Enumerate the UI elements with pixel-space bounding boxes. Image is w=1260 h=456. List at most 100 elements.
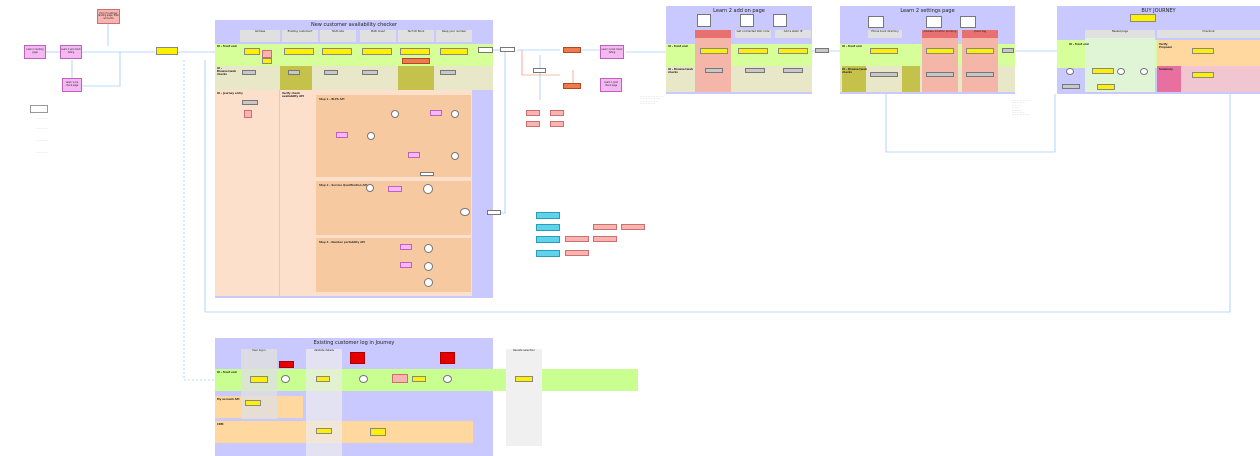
buy-box-5: [1097, 84, 1115, 90]
settings-box-5: [926, 72, 954, 77]
step1-end-box: [420, 172, 434, 176]
existing-box-6: [245, 400, 261, 406]
lane-label-buy-summary: Summary: [1159, 68, 1173, 71]
lane-label-buy-front: UI - front end: [1069, 43, 1089, 46]
loose-salmon-8: [593, 236, 617, 242]
col-head-add-on-2: Get contracted 4GC code: [735, 30, 771, 38]
flow-box-browser-3: [324, 70, 338, 75]
col-settings-salmon: [922, 30, 958, 92]
flow-box-journey-2: [244, 110, 252, 118]
step3-end: [424, 278, 433, 287]
existing-box-4: [412, 376, 426, 382]
step2-decision-b: [460, 208, 470, 216]
col-head-existing-1: User log in: [252, 349, 266, 352]
col-head-multi-lines: Multi lines?: [360, 30, 396, 42]
lane-label-settings-front: UI - front end: [842, 45, 862, 48]
legend-notes-left: [30, 105, 48, 113]
region-title-settings: Learn 2 settings page: [900, 8, 955, 14]
lane-label-add-on-front: UI - front end: [668, 45, 688, 48]
col-head-settings-3: Quick tag: [962, 30, 998, 38]
post-check-page-box: Learn 1 post check page: [600, 78, 622, 92]
col-head-add-on-3: Add a static IP: [775, 30, 811, 38]
existing-red-3: [440, 352, 455, 364]
col-head-buy-2: Checkout: [1157, 30, 1260, 38]
flow-box-tech-id: [400, 48, 430, 55]
lane-crm-existing: [215, 421, 473, 443]
settings-box-6: [966, 72, 994, 77]
col-head-tech-id: Tech ID Book: [398, 30, 434, 42]
flow-box-address: [244, 48, 260, 55]
region-title-buy: BUY JOURNEY: [1141, 8, 1176, 14]
legend-lines-3: — — — — —: [36, 140, 49, 142]
flow-box-browser-5: [440, 70, 456, 75]
mid-box-3: [487, 210, 501, 215]
buy-decision-2: [1117, 68, 1125, 75]
settings-note-3: [960, 16, 976, 28]
col-buy-basket: [1085, 30, 1155, 92]
settings-note-1: [868, 16, 884, 28]
step1-decision-b: [391, 110, 399, 118]
loose-cyan-3: [536, 236, 560, 243]
col-add-on-salmon: [695, 30, 731, 92]
step1-box-b: [430, 110, 442, 116]
settings-box-1: [870, 48, 898, 54]
settings-exit: [1002, 48, 1014, 53]
add-on-box-5: [745, 68, 765, 73]
step2-start: [366, 184, 374, 192]
add-on-note-1: [697, 14, 711, 27]
lane-olive-settings: [842, 66, 866, 92]
col-buy-pink: [1157, 66, 1181, 92]
step-3-area: Step 3 - Number portability API: [316, 238, 471, 292]
lane-label-browser: UI - Browser/web checks: [217, 67, 236, 76]
col-head-existing: Existing customer?: [282, 30, 318, 42]
mid-orange-2: [563, 83, 581, 89]
flow-box-journey-1: [242, 100, 258, 105]
loose-salmon-2: [550, 110, 564, 116]
step1-box-a: [336, 132, 348, 138]
buy-box-4: [1130, 14, 1156, 22]
col-head-add-on-1: [695, 30, 731, 38]
step-3-label: Step 3 - Number portability API: [319, 241, 365, 244]
col-head-settings-2: Address location pointing: [922, 30, 958, 38]
region-title-add-on: Learn 2 add on page: [713, 8, 765, 14]
loose-salmon-3: [526, 121, 540, 127]
col-head-keep-number: Keep your number: [436, 30, 472, 42]
existing-box-7: [316, 428, 332, 434]
col-settings-salmon-2: [962, 30, 998, 92]
settings-box-3: [966, 48, 994, 54]
buy-box-2: [1192, 48, 1214, 54]
pre-check-listing-box: Learn 1 pre check listing: [60, 45, 82, 59]
add-on-box-1: [700, 48, 728, 54]
add-on-note-2: [740, 14, 754, 27]
flow-box-keep-number: [440, 48, 468, 55]
step2-box: [388, 186, 402, 192]
step3-decision-a: [424, 244, 433, 253]
lane-label-buy-verify: Verify Proposal: [1159, 43, 1172, 49]
existing-box-1: [250, 376, 268, 383]
flow-box-multi-lines: [362, 48, 392, 55]
legend-lines-2: — — — — —: [36, 128, 49, 130]
settings-box-2: [926, 48, 954, 54]
step1-decision-a: [367, 132, 375, 140]
lane-olive-new-2: [398, 66, 434, 90]
loose-salmon-6: [593, 224, 617, 230]
col-head-multi-site: Multi site: [320, 30, 356, 42]
mid-box-4: [533, 68, 546, 73]
flow-box-browser-2: [288, 70, 300, 75]
loose-salmon-9: [565, 250, 589, 256]
lane-label-front-end: UI - front end: [217, 45, 237, 48]
loose-cyan-4: [536, 250, 560, 257]
step-1-label: Step 1 - BLPS API: [319, 98, 345, 101]
existing-red-2: [350, 352, 365, 364]
lane-label-settings-browser: UI - Browser/web checks: [842, 68, 867, 74]
flow-box-tech-orange: [402, 58, 430, 64]
existing-decision-3: [443, 375, 452, 383]
loose-cyan-2: [536, 224, 560, 231]
existing-red-1: [279, 361, 294, 368]
col-head-settings-1: Phone book directory: [868, 30, 902, 38]
add-on-box-3: [778, 48, 808, 54]
lane-label-existing-account: My account API: [217, 398, 240, 401]
mid-orange-1: [563, 47, 581, 53]
buy-decision-1: [1066, 68, 1074, 75]
flow-box-small-1: [262, 58, 272, 64]
